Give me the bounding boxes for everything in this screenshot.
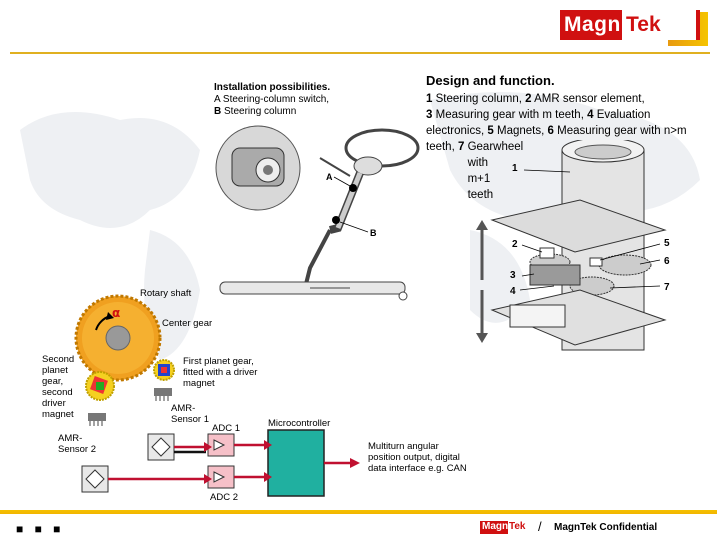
sensor-exploded-view	[476, 140, 667, 351]
design-item-2: AMR sensor element,	[534, 93, 645, 105]
block-diagram: α	[74, 294, 360, 497]
header-divider	[10, 52, 710, 54]
callout-a: A	[326, 172, 333, 182]
design-item-3-num: 3	[426, 109, 433, 121]
footer-dots: ■ ■ ■	[16, 522, 65, 536]
installation-text: Installation possibilities. A Steering-c…	[214, 82, 330, 118]
design-item-6-num: 6	[547, 125, 554, 137]
design-list: 1 Steering column, 2 AMR sensor element,…	[426, 91, 696, 203]
footer-logo: Magn Tek	[480, 521, 532, 534]
design-item-1-num: 1	[426, 93, 433, 105]
installation-line-a: Steering-column switch,	[222, 94, 330, 105]
callout-2: 2	[512, 239, 518, 250]
callout-5: 5	[664, 238, 670, 249]
design-item-2-num: 2	[525, 93, 532, 105]
design-item-4-num: 4	[587, 109, 594, 121]
footer-logo-tek: Tek	[509, 521, 526, 532]
label-output: Multiturn angular position output, digit…	[368, 441, 467, 474]
footer-separator: /	[538, 519, 542, 534]
label-first-planet-gear: First planet gear, fitted with a driver …	[183, 356, 258, 389]
design-title: Design and function.	[426, 73, 555, 88]
logo-text-magn: Magn	[564, 13, 621, 36]
design-item-5: Magnets,	[496, 125, 545, 137]
label-adc-2: ADC 2	[210, 492, 238, 503]
label-adc-1: ADC 1	[212, 423, 240, 434]
logo-text-tek: Tek	[626, 13, 661, 36]
design-item-5-num: 5	[487, 125, 494, 137]
label-amr-sensor-2: AMR-Sensor 2	[58, 433, 97, 455]
callout-3: 3	[510, 270, 516, 281]
label-rotary-shaft: Rotary shaft	[140, 288, 192, 299]
callout-b: B	[370, 228, 377, 238]
design-item-3: Measuring gear with m teeth,	[435, 109, 584, 121]
design-item-4: Evaluation electronics,	[426, 109, 651, 137]
callout-6: 6	[664, 256, 670, 267]
design-item-7-num: 7	[457, 141, 465, 153]
brand-logo: Magn Tek	[560, 10, 700, 40]
label-amr-sensor-1: AMR-Sensor 1	[171, 403, 210, 425]
label-second-planet-gear: Second planet gear, second driver magnet	[42, 354, 75, 420]
installation-key-b: B	[214, 106, 222, 117]
installation-key-a: A	[214, 94, 221, 105]
callout-4: 4	[510, 286, 516, 297]
installation-title: Installation possibilities.	[214, 82, 331, 93]
footer-logo-magn: Magn	[482, 521, 509, 532]
callout-7: 7	[664, 282, 670, 293]
steering-assembly-illustration: A B	[215, 125, 420, 301]
design-item-1: Steering column,	[435, 93, 522, 105]
installation-line-b: Steering column	[224, 106, 297, 117]
label-center-gear: Center gear	[162, 318, 213, 329]
callout-1: 1	[512, 163, 518, 174]
label-microcontroller: Microcontroller	[268, 418, 331, 429]
design-item-6: Measuring gear with n>m teeth,	[426, 125, 687, 153]
footer-confidential: MagnTek Confidential	[554, 522, 658, 533]
alpha-symbol: α	[112, 306, 120, 320]
